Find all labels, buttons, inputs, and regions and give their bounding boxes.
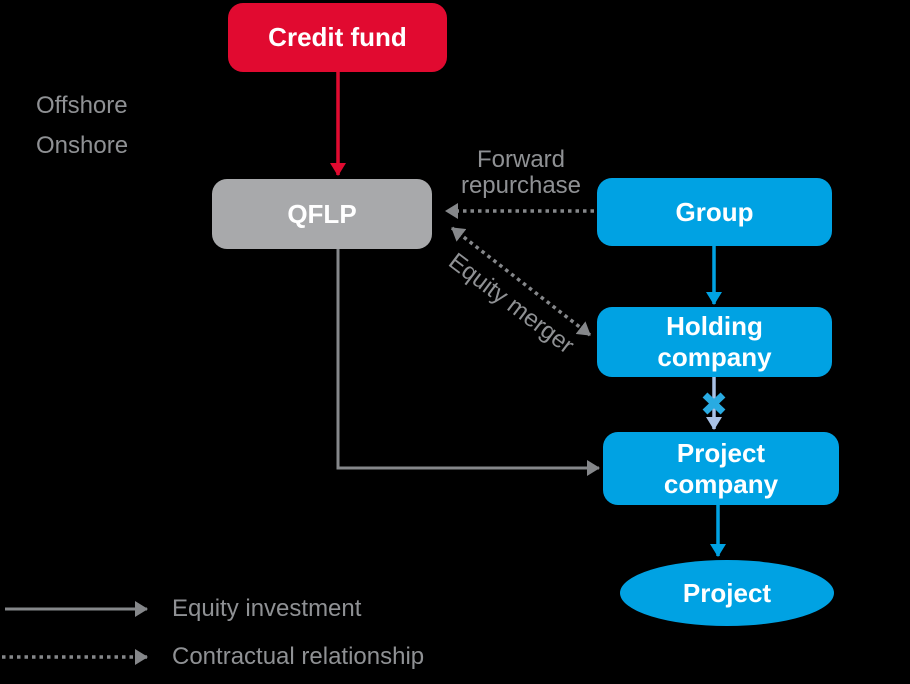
- node-project-company-label: Project company: [663, 437, 779, 499]
- blocked-x-icon: [702, 392, 726, 415]
- legend-contractual-relationship-label: Contractual relationship: [172, 643, 425, 670]
- node-qflp-label: QFLP: [287, 198, 357, 229]
- node-holding-company-label: Holding company: [657, 311, 772, 372]
- forward-repurchase-label: Forward repurchase: [460, 146, 582, 199]
- offshore-label: Offshore: [36, 92, 128, 119]
- onshore-label: Onshore: [36, 132, 129, 159]
- legend-equity-investment-label: Equity investment: [172, 595, 362, 622]
- node-project-company: Project company: [603, 432, 839, 505]
- node-project: Project: [620, 560, 834, 626]
- node-credit-fund-label: Credit fund: [268, 22, 407, 52]
- arrow-equity-merger: [450, 226, 592, 337]
- arrow-qflp-to-project-company: [336, 249, 600, 476]
- node-group-label: Group: [675, 196, 754, 227]
- node-project-label: Project: [682, 577, 772, 608]
- node-group: Group: [597, 178, 832, 246]
- node-holding-company: Holding company: [597, 307, 832, 377]
- node-credit-fund: Credit fund: [228, 3, 447, 72]
- node-qflp: QFLP: [212, 179, 432, 249]
